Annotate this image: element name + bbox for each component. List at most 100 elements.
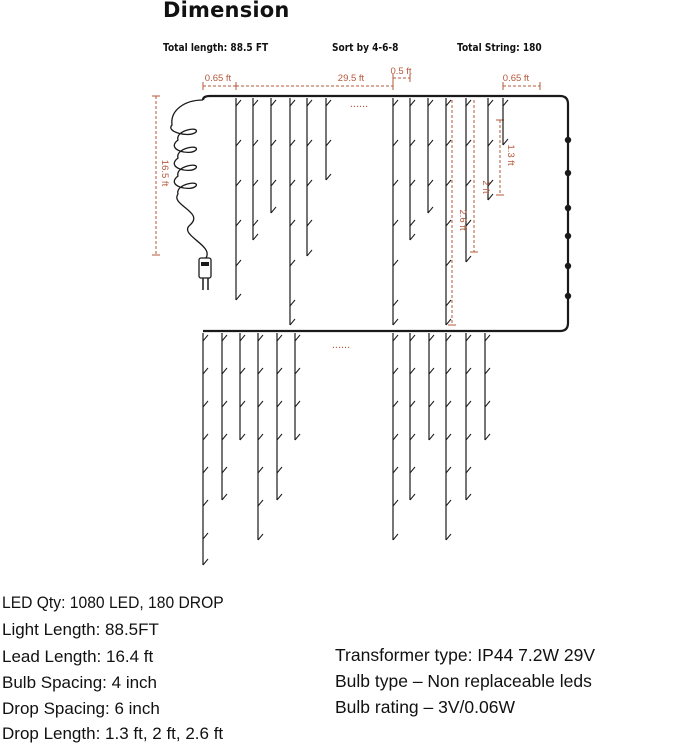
bulb-tick: [465, 433, 472, 441]
bottom-drop-11: [465, 333, 472, 501]
drop-long-label: 2.6 ft: [457, 209, 468, 230]
bulb-tick: [239, 367, 246, 375]
bulb-tick: [465, 219, 472, 227]
bottom-drop-2: [221, 333, 228, 501]
top-drop-9: [427, 98, 434, 214]
page-title: Dimension: [163, 0, 290, 22]
bulb-tick: [484, 367, 491, 375]
bottom-drop-12: [484, 333, 491, 441]
bulb-tick: [235, 179, 242, 187]
bulb-tick: [289, 299, 296, 307]
bulb-tick: [257, 499, 264, 507]
bulb-tick: [465, 466, 472, 474]
top-drop-10: [445, 98, 452, 326]
bulb-tick: [221, 493, 228, 501]
bulb-tick: [294, 334, 301, 342]
spec-drop-spacing-label: Drop Spacing:: [2, 699, 110, 718]
spec-bulb-spacing-label: Bulb Spacing:: [2, 673, 107, 692]
bottom-drop-1: [202, 333, 209, 566]
bulb-tick: [392, 259, 399, 267]
spec-transformer-type: Transformer type: IP44 7.2W 29V: [335, 645, 596, 665]
bottom-drop-10: [445, 333, 452, 541]
plug-detail: [201, 262, 209, 266]
bulb-tick: [465, 493, 472, 501]
bulb-tick: [289, 259, 296, 267]
bulb-tick: [239, 334, 246, 342]
bulb-tick: [409, 493, 416, 501]
drop-mid-label: 2 ft: [480, 180, 491, 194]
top-drop-13: [502, 98, 509, 146]
bulb-tick: [294, 433, 301, 441]
bulb-tick: [306, 139, 313, 147]
spec-drop-length-label: Drop Length:: [2, 724, 101, 743]
bulb-tick: [257, 533, 264, 541]
bulb-tick: [289, 318, 296, 326]
bulb-tick: [202, 558, 209, 566]
bulb-tick: [392, 219, 399, 227]
bulb-tick: [392, 433, 399, 441]
bulb-tick: [427, 99, 434, 107]
bulb-tick: [409, 466, 416, 474]
bulb-tick: [289, 179, 296, 187]
bottom-drop-9: [428, 333, 435, 441]
right-offset-label: 0.65 ft: [503, 73, 530, 84]
bulb-tick: [325, 99, 332, 107]
top-drop-8: [409, 98, 416, 241]
light-strings: [170, 94, 572, 566]
bulb-tick: [445, 499, 452, 507]
end-dot-1: [564, 136, 572, 144]
bulb-tick: [257, 433, 264, 441]
bulb-tick: [257, 466, 264, 474]
bulb-tick: [445, 219, 452, 227]
bulb-tick: [235, 219, 242, 227]
bulb-tick: [270, 179, 277, 187]
bulb-tick: [427, 139, 434, 147]
bulb-tick: [252, 99, 259, 107]
dimension-labels: 0.65 ft 29.5 ft 0.5 ft 0.65 ft 16.5 ft 1…: [159, 66, 530, 351]
end-dot-2: [564, 169, 572, 177]
bulb-tick: [465, 255, 472, 263]
sort-label: Sort by 4-6-8: [332, 42, 399, 54]
lead-cable: [170, 99, 212, 290]
bulb-tick: [294, 367, 301, 375]
bulb-tick: [235, 293, 242, 301]
bulb-tick: [202, 400, 209, 408]
end-dot-5: [564, 262, 572, 270]
bulb-tick: [465, 99, 472, 107]
main-length-label: 29.5 ft: [338, 73, 365, 84]
bulb-tick: [409, 179, 416, 187]
bulb-tick: [270, 206, 277, 214]
left-offset-label: 0.65 ft: [205, 73, 232, 84]
bottom-drop-5: [276, 333, 283, 501]
bulb-tick: [445, 533, 452, 541]
lead-length-label: 16.5 ft: [159, 160, 170, 187]
bulb-tick: [487, 179, 494, 187]
coiled-cable-path: [170, 99, 208, 259]
bulb-tick: [445, 179, 452, 187]
bulb-tick: [465, 179, 472, 187]
bulb-tick: [445, 259, 452, 267]
bulb-tick: [409, 233, 416, 241]
bulb-tick: [270, 99, 277, 107]
bulb-tick: [202, 466, 209, 474]
bulb-tick: [252, 139, 259, 147]
end-dot-3: [564, 204, 572, 212]
bulb-tick: [221, 334, 228, 342]
bulb-tick: [502, 99, 509, 107]
bulb-tick: [306, 179, 313, 187]
bulb-tick: [235, 99, 242, 107]
total-string-label: Total String: 180: [457, 42, 542, 54]
total-length-label: Total length: 88.5 FT: [163, 42, 269, 54]
bulb-tick: [235, 139, 242, 147]
dimension-annotations: [152, 74, 541, 326]
bulb-tick: [445, 318, 452, 326]
bulb-tick: [276, 466, 283, 474]
bulb-tick: [221, 433, 228, 441]
bulb-tick: [392, 499, 399, 507]
bulb-tick: [487, 139, 494, 147]
bulb-tick: [427, 179, 434, 187]
ellipsis-top: ......: [350, 98, 368, 110]
bulb-tick: [306, 219, 313, 227]
top-drop-4: [289, 98, 296, 326]
bulb-tick: [392, 179, 399, 187]
